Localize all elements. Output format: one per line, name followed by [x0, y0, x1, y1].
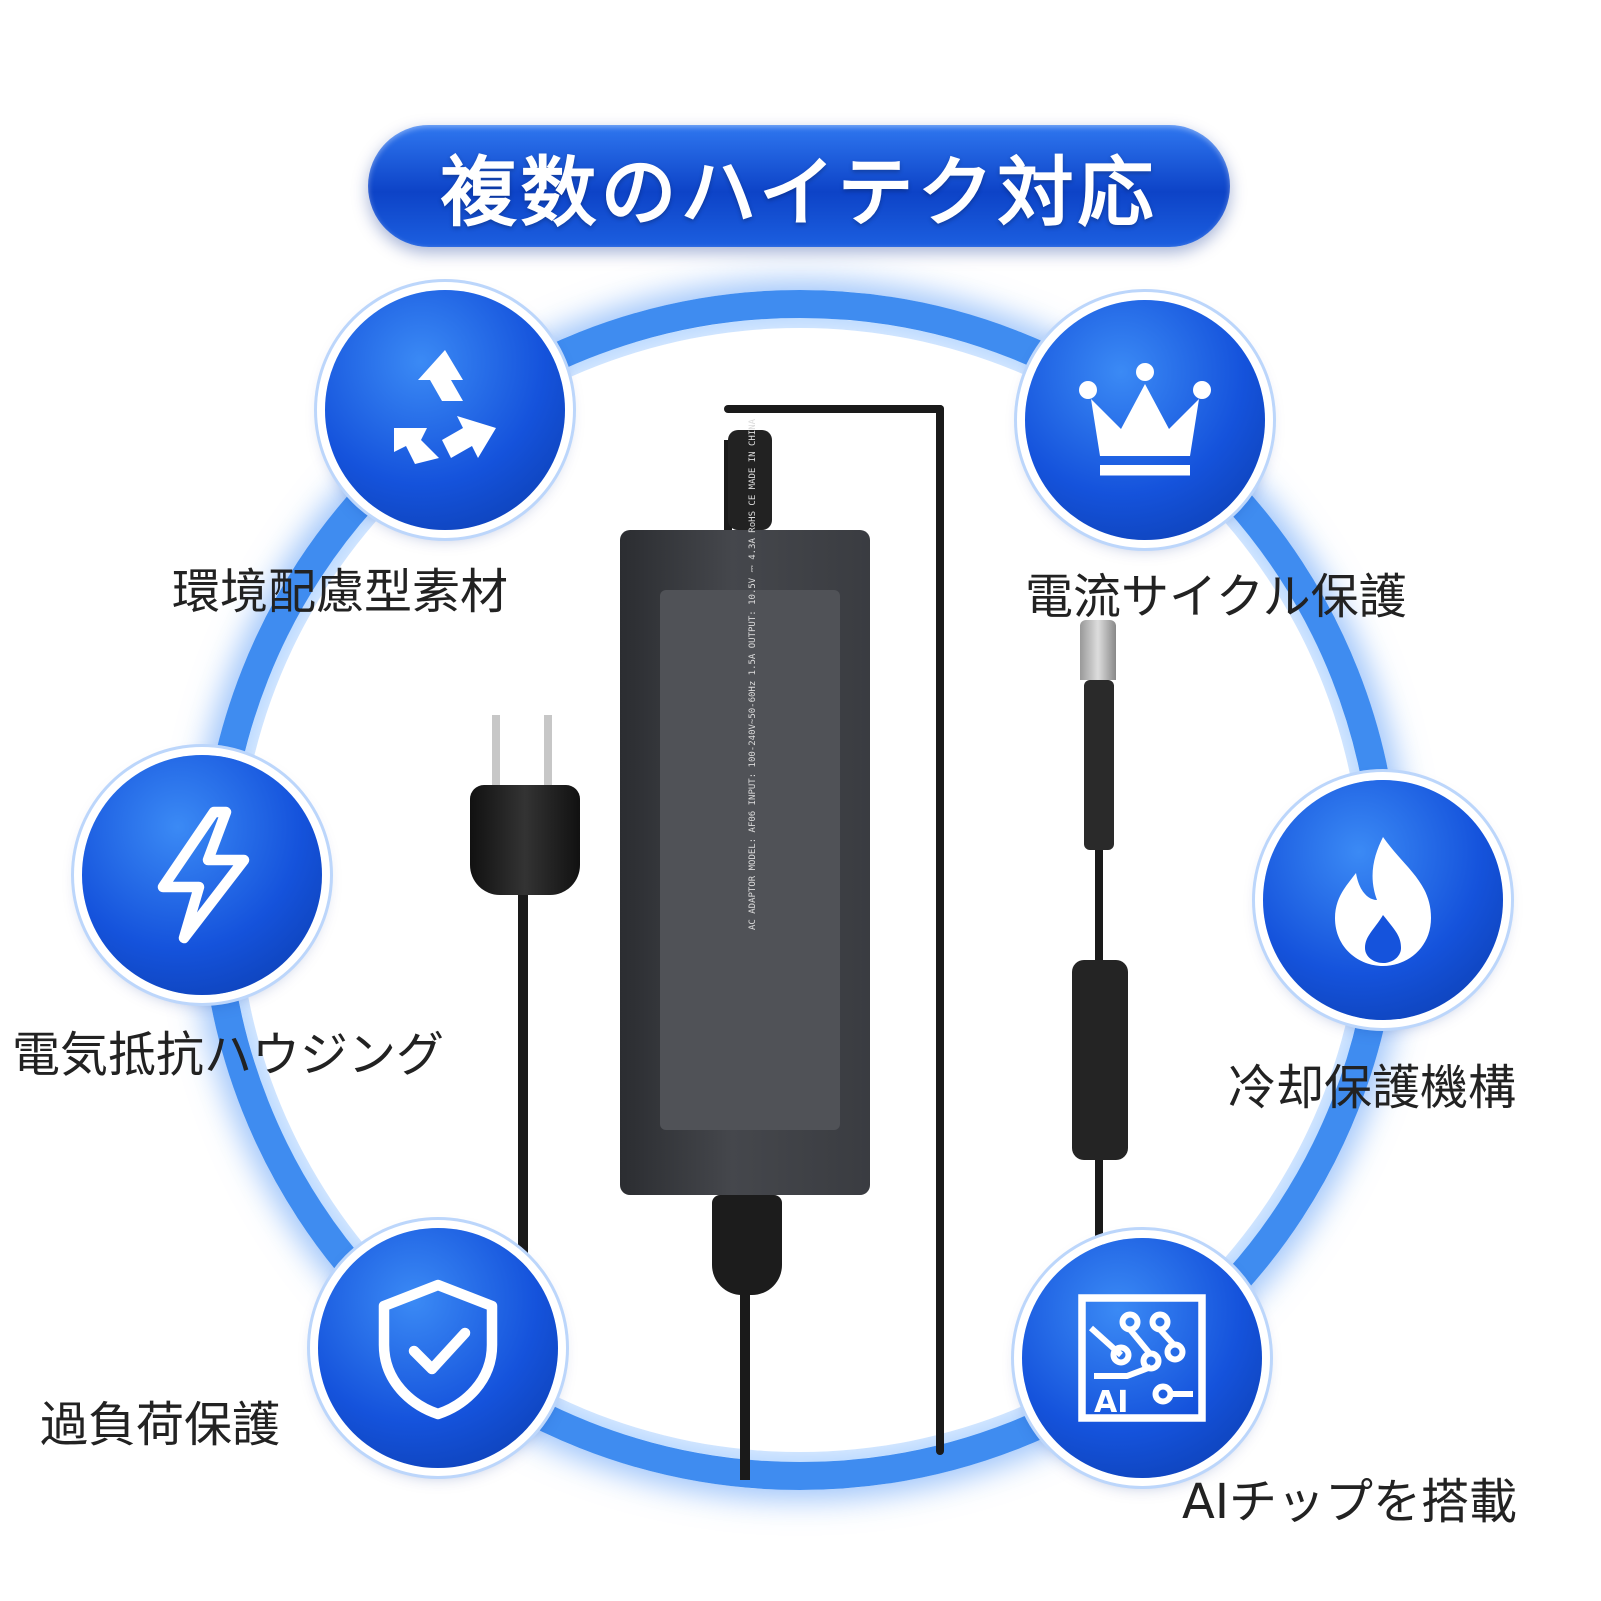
flame-badge [1263, 780, 1503, 1020]
title-banner: 複数のハイテク対応 [368, 125, 1230, 247]
page-title: 複数のハイテク対応 [440, 148, 1158, 237]
adapter-label-text: AC ADAPTOR MODEL: AF06 INPUT: 100-240V~5… [748, 418, 758, 930]
ai-chip-badge: AI [1022, 1238, 1262, 1478]
shield-check-icon [378, 1279, 498, 1420]
feature-label-current-cycle: 電流サイクル保護 [1025, 569, 1407, 625]
feature-label-resistance-housing: 電気抵抗ハウジング [12, 1027, 445, 1083]
feature-label-overload: 過負荷保護 [40, 1397, 281, 1453]
cable-bottom [740, 1290, 750, 1480]
cable-right-down [936, 405, 944, 1455]
lightning-icon [157, 806, 250, 944]
ferrite-core [1072, 960, 1128, 1160]
recycle-badge [325, 290, 565, 530]
wall-plug [470, 785, 580, 895]
adapter-label-sticker [660, 590, 840, 1130]
plug-prong-left [492, 715, 500, 785]
feature-label-ai-chip: AIチップを搭載 [1182, 1474, 1517, 1530]
lightning-badge [82, 755, 322, 995]
dc-tip-housing [1084, 680, 1114, 850]
crown-icon [1079, 363, 1211, 476]
cable-plug-down [518, 890, 528, 1430]
plug-prong-right [544, 715, 552, 785]
recycle-icon [394, 350, 496, 464]
flame-icon [1335, 837, 1431, 966]
cable-top-loop [724, 405, 944, 413]
dc-tip [1080, 620, 1116, 680]
strain-relief-bottom [712, 1195, 782, 1295]
svg-text:AI: AI [1094, 1385, 1128, 1420]
feature-label-eco-material: 環境配慮型素材 [172, 564, 509, 620]
feature-label-cooling: 冷却保護機構 [1228, 1060, 1517, 1116]
shield-badge [318, 1228, 558, 1468]
strain-relief-top [728, 430, 772, 530]
crown-badge [1025, 300, 1265, 540]
ai-chip-icon: AI [1078, 1294, 1206, 1422]
